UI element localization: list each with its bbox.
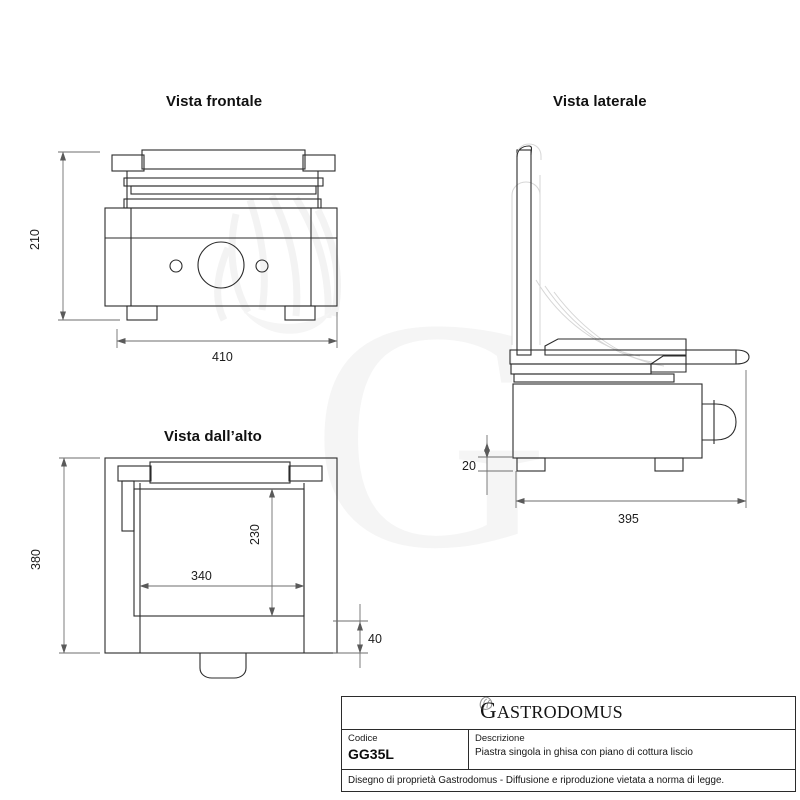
- front-lid-plate-mid: [130, 185, 317, 195]
- view-title-side: Vista laterale: [553, 93, 647, 110]
- logo-ornament-icon: [479, 696, 493, 710]
- dim-label-top-plate-depth: 230: [248, 524, 262, 545]
- front-view: [104, 149, 338, 321]
- side-lid-plate-lower: [650, 355, 687, 373]
- top-hinge-arm: [121, 480, 135, 532]
- title-block: GASTRODOMUS Codice GG35L Descrizione Pia…: [341, 696, 796, 792]
- side-rear-bracket: [702, 403, 737, 441]
- watermark-logo: G: [214, 194, 549, 617]
- brand-logo-initial: G: [480, 698, 497, 723]
- watermark-leaf: [236, 300, 330, 334]
- front-indicator-right: [255, 259, 269, 273]
- dim-label-front-height: 210: [28, 229, 42, 250]
- title-block-footer-row: Disegno di proprietà Gastrodomus - Diffu…: [342, 770, 795, 791]
- view-title-top: Vista dall’alto: [164, 428, 262, 445]
- front-handle-right-cap: [302, 154, 336, 172]
- dim-label-side-foot: 20: [462, 459, 476, 473]
- description-label: Descrizione: [475, 733, 525, 744]
- side-foot-front: [516, 457, 546, 472]
- side-ghost-arc-3: [553, 291, 665, 367]
- front-body: [104, 207, 338, 307]
- dim-label-top-plate-width: 340: [191, 569, 212, 583]
- dim-label-front-width: 410: [212, 350, 233, 364]
- side-dimensions: [478, 370, 747, 508]
- brand-logo-rest: ASTRODOMUS: [496, 702, 623, 722]
- front-foot-left: [126, 305, 158, 321]
- front-handle-bar: [141, 149, 306, 170]
- front-lid-plate-upper: [123, 177, 324, 187]
- side-lid-plate: [544, 338, 687, 356]
- title-block-info-row: Codice GG35L Descrizione Piastra singola…: [342, 730, 795, 770]
- title-block-code-cell: Codice GG35L: [342, 730, 469, 769]
- side-handle-tip-ghost: [516, 143, 542, 160]
- side-foot-rear: [654, 457, 684, 472]
- side-handle-knob: [516, 145, 533, 158]
- top-handle-right-cap: [288, 465, 323, 482]
- top-view: [104, 457, 338, 679]
- side-ghost-arc-1: [535, 279, 641, 357]
- front-control-knob: [197, 241, 245, 289]
- dim-label-top-depth: 380: [29, 549, 43, 570]
- code-value: GG35L: [348, 746, 394, 762]
- copyright-notice: Disegno di proprietà Gastrodomus - Diffu…: [348, 775, 725, 786]
- side-cooking-plate: [513, 373, 675, 383]
- code-label: Codice: [348, 733, 378, 744]
- brand-logo-text: GASTRODOMUS: [480, 699, 623, 722]
- side-ghost-arc-2: [544, 285, 653, 363]
- top-cooking-plate: [133, 488, 305, 617]
- watermark-letter: G: [311, 252, 549, 617]
- top-handle-left-cap: [117, 465, 152, 482]
- side-body: [512, 383, 703, 459]
- front-indicator-left: [169, 259, 183, 273]
- description-value: Piastra singola in ghisa con piano di co…: [475, 747, 693, 758]
- front-lid-plate-lower: [123, 198, 322, 209]
- top-dimensions: [59, 457, 368, 668]
- top-handle-bar: [149, 461, 291, 484]
- front-handle-left-cap: [111, 154, 145, 172]
- front-foot-right: [284, 305, 316, 321]
- front-dimensions: [58, 151, 338, 348]
- title-block-logo-row: GASTRODOMUS: [342, 696, 795, 730]
- side-handle-shaft: [516, 149, 532, 356]
- view-title-front: Vista frontale: [166, 93, 263, 110]
- side-ghost-handle-top: [511, 181, 541, 196]
- title-block-description-cell: Descrizione Piastra singola in ghisa con…: [469, 730, 795, 769]
- side-lid-arm-end: [735, 349, 750, 365]
- side-view: [509, 143, 750, 472]
- dim-label-side-depth: 395: [618, 512, 639, 526]
- side-ghost-outlines: [511, 175, 665, 367]
- top-drip-tray-tab: [199, 652, 247, 679]
- brand-logo: GASTRODOMUS: [479, 696, 623, 722]
- dim-label-top-front-strip: 40: [368, 632, 382, 646]
